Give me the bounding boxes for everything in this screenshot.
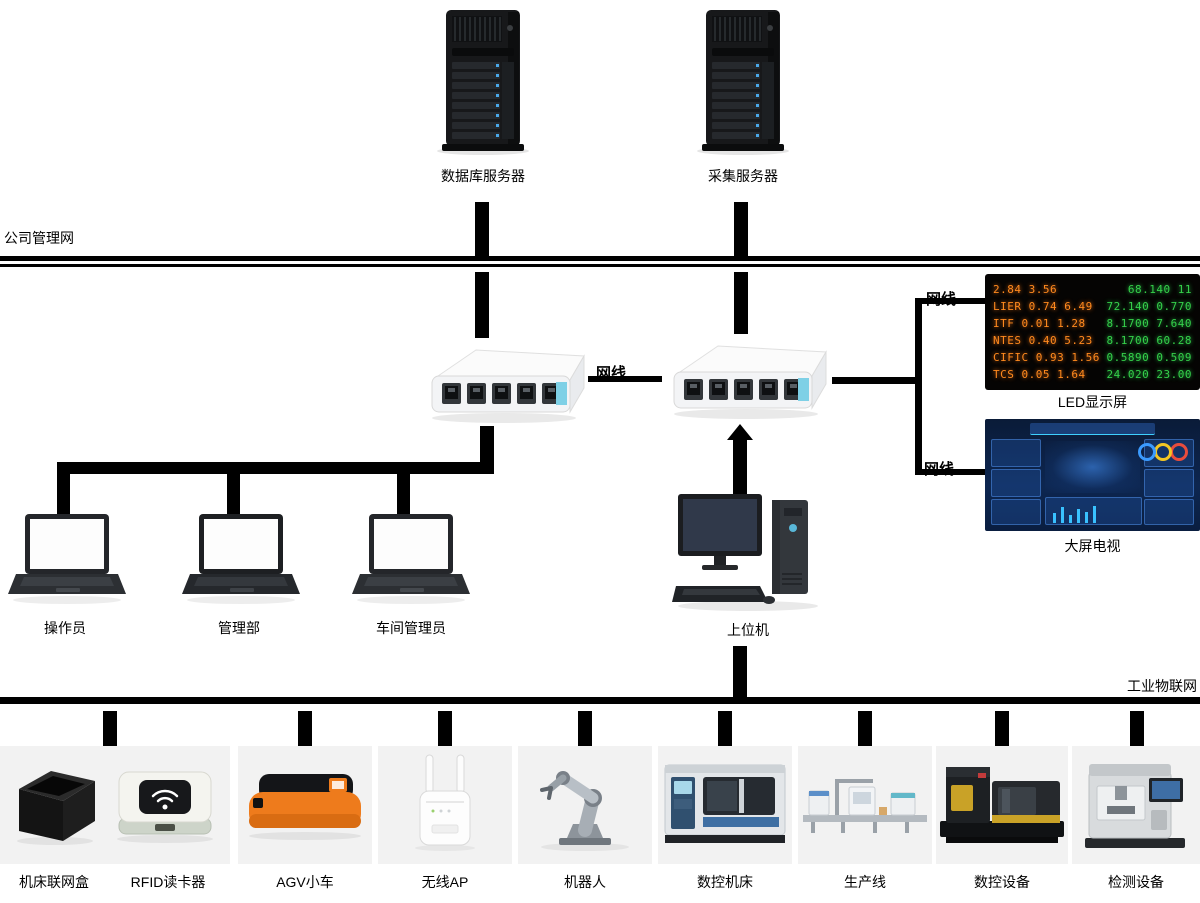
- inspection-machine-image: [1077, 754, 1195, 857]
- dashboard-panel: [991, 439, 1041, 467]
- rfid-reader-image: [111, 762, 219, 849]
- industrial-network-label: 工业物联网: [1127, 678, 1197, 694]
- dashboard-panel: [991, 499, 1041, 525]
- device-panel-robot: [518, 746, 652, 864]
- management-network-label: 公司管理网: [4, 230, 74, 246]
- tv-display-label: 大屏电视: [1064, 538, 1121, 554]
- machine-network-box-image: [11, 759, 99, 852]
- device-label-cnc-machine: 数控机床: [697, 874, 753, 890]
- host-pc-label: 上位机: [727, 622, 769, 638]
- cable-trunk-led: [915, 298, 985, 304]
- connector-divider-switch2: [734, 272, 748, 334]
- device-panel-box-rfid: [0, 746, 230, 864]
- cable-label-tv: 网线: [924, 461, 955, 478]
- connector-divider-switch1: [475, 272, 489, 338]
- laptop-management-image: [182, 514, 300, 615]
- dashboard-panel: [1144, 469, 1194, 497]
- production-line-image: [801, 767, 929, 844]
- device-panel-cnc-machine: [658, 746, 792, 864]
- connector-device-1: [103, 711, 117, 746]
- terminal-bus-line: [57, 462, 494, 474]
- dashboard-bar: [1053, 513, 1056, 523]
- device-panel-inspection: [1072, 746, 1200, 864]
- device-panel-agv: [238, 746, 372, 864]
- led-display-label: LED显示屏: [1057, 394, 1128, 410]
- connector-bus-laptop2: [227, 474, 240, 514]
- dashboard-tv-image: [985, 419, 1200, 531]
- connector-device-6: [858, 711, 872, 746]
- connector-switch2-host: [733, 440, 747, 494]
- switch1-image: [418, 338, 590, 431]
- cnc-machine-image: [661, 759, 789, 852]
- database-server-label: 数据库服务器: [441, 168, 525, 184]
- dashboard-donut-red: [1170, 443, 1188, 461]
- robot-arm-image: [529, 754, 641, 857]
- cable-label-switches: 网线: [596, 365, 627, 382]
- dashboard-bar: [1061, 507, 1064, 523]
- device-label-cnc-equip: 数控设备: [974, 874, 1030, 890]
- switch2-image: [660, 334, 832, 427]
- device-label-rfid: RFID读卡器: [130, 874, 206, 890]
- collection-server-label: 采集服务器: [708, 168, 778, 184]
- connector-device-7: [995, 711, 1009, 746]
- dashboard-bar: [1077, 509, 1080, 523]
- laptop-operator-image: [8, 514, 126, 615]
- dashboard-header: [1030, 423, 1155, 435]
- cable-label-led: 网线: [926, 291, 957, 308]
- terminal-label-management: 管理部: [218, 620, 260, 636]
- connector-bus-laptop1: [57, 474, 70, 514]
- connector-device-2: [298, 711, 312, 746]
- connector-bus-laptop3: [397, 474, 410, 514]
- device-panel-production-line: [798, 746, 932, 864]
- connector-device-4: [578, 711, 592, 746]
- network-divider-top-2: [0, 264, 1200, 267]
- device-label-robot: 机器人: [564, 874, 606, 890]
- network-divider-top-1: [0, 256, 1200, 261]
- device-label-agv: AGV小车: [276, 874, 334, 890]
- device-panel-cnc-equipment: [936, 746, 1068, 864]
- connector-device-5: [718, 711, 732, 746]
- connector-arrow-up: [727, 424, 753, 440]
- cable-switch2-trunk: [832, 377, 922, 384]
- dashboard-bar: [1093, 506, 1096, 523]
- network-divider-bottom: [0, 697, 1200, 704]
- wireless-ap-image: [410, 753, 480, 858]
- dashboard-map: [1045, 441, 1140, 493]
- dashboard-donut-blue: [1138, 443, 1156, 461]
- connector-server1-down: [475, 202, 489, 258]
- device-label-inspection: 检测设备: [1108, 874, 1164, 890]
- database-server-image: [430, 8, 535, 161]
- terminal-label-operator: 操作员: [44, 620, 86, 636]
- dashboard-panel: [1144, 499, 1194, 525]
- dashboard-donut-yellow: [1154, 443, 1172, 461]
- device-label-machine-box: 机床联网盒: [19, 874, 89, 890]
- connector-device-8: [1130, 711, 1144, 746]
- dashboard-bar: [1069, 515, 1072, 523]
- dashboard-panel: [991, 469, 1041, 497]
- display-trunk-line: [915, 298, 922, 475]
- connector-server2-down: [734, 202, 748, 258]
- terminal-label-workshop: 车间管理员: [376, 620, 446, 636]
- laptop-workshop-image: [352, 514, 470, 615]
- device-label-ap: 无线AP: [421, 874, 469, 890]
- agv-cart-image: [243, 764, 367, 847]
- cable-trunk-tv: [915, 469, 985, 475]
- host-pc-image: [672, 494, 824, 617]
- cable-switch1-switch2: [588, 376, 662, 382]
- connector-switch1-bus: [480, 426, 494, 462]
- connector-device-3: [438, 711, 452, 746]
- collection-server-image: [690, 8, 795, 161]
- dashboard-bar: [1085, 512, 1088, 523]
- cnc-lathe-image: [938, 759, 1066, 852]
- connector-host-divider: [733, 646, 747, 697]
- device-panel-ap: [378, 746, 512, 864]
- device-label-line: 生产线: [844, 874, 886, 890]
